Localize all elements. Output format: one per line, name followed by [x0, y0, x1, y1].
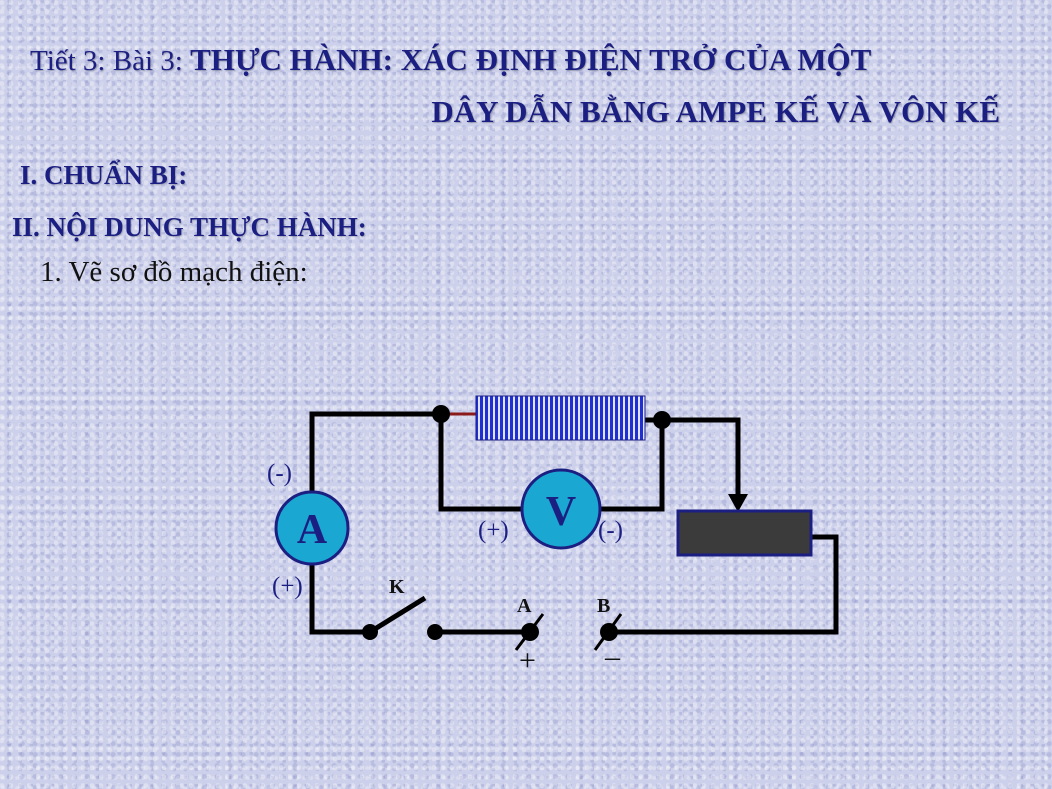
terminal-b-mark [593, 613, 623, 651]
circuit-wires [309, 411, 839, 635]
terminal-b-label: B [597, 595, 610, 617]
terminal-a-label: A [517, 595, 532, 617]
junction-left [432, 405, 450, 423]
title-prefix: Tiết 3: Bài 3: [30, 45, 191, 77]
resistor-coil [475, 395, 646, 441]
wire-ammeter-top [309, 411, 444, 496]
ammeter [274, 490, 350, 566]
title-main: THỰC HÀNH: XÁC ĐỊNH ĐIỆN TRỞ CỦA MỘT [190, 42, 872, 77]
ammeter-symbol: A [297, 507, 328, 553]
switch-blade [368, 595, 427, 635]
switch-contact [427, 624, 443, 640]
step-1-text: 1. Vẽ sơ đồ mạch điện: [40, 256, 308, 288]
section-preparation-heading: I. CHUẨN BỊ: [20, 160, 188, 190]
wire-to-rheostat [642, 417, 741, 497]
title-line-1: Tiết 3: Bài 3: THỰC HÀNH: XÁC ĐỊNH ĐIỆN … [30, 42, 871, 78]
voltmeter [520, 468, 602, 550]
voltmeter-symbol: V [546, 489, 576, 535]
wire-rheostat-to-b [606, 534, 839, 635]
terminal-b-sign: – [604, 640, 621, 673]
rheostat-slider-arrow [728, 494, 748, 512]
voltmeter-positive-label: (+) [478, 517, 509, 544]
wire-voltmeter-left [438, 411, 525, 512]
wire-ammeter-to-switch [309, 560, 373, 635]
junction-right [653, 411, 671, 429]
title-line-2: DÂY DẪN BẰNG AMPE KẾ VÀ VÔN KẾ [431, 94, 1000, 129]
terminal-a-sign: + [519, 644, 536, 677]
switch-label: K [389, 576, 405, 598]
wire-voltmeter-right [597, 417, 665, 512]
terminal-a-mark [514, 613, 545, 651]
ammeter-positive-label: (+) [272, 573, 303, 600]
rheostat [676, 509, 813, 557]
section-practice-heading: II. NỘI DUNG THỰC HÀNH: [12, 212, 367, 242]
voltmeter-negative-label: (-) [598, 517, 623, 544]
ammeter-negative-label: (-) [267, 460, 292, 487]
